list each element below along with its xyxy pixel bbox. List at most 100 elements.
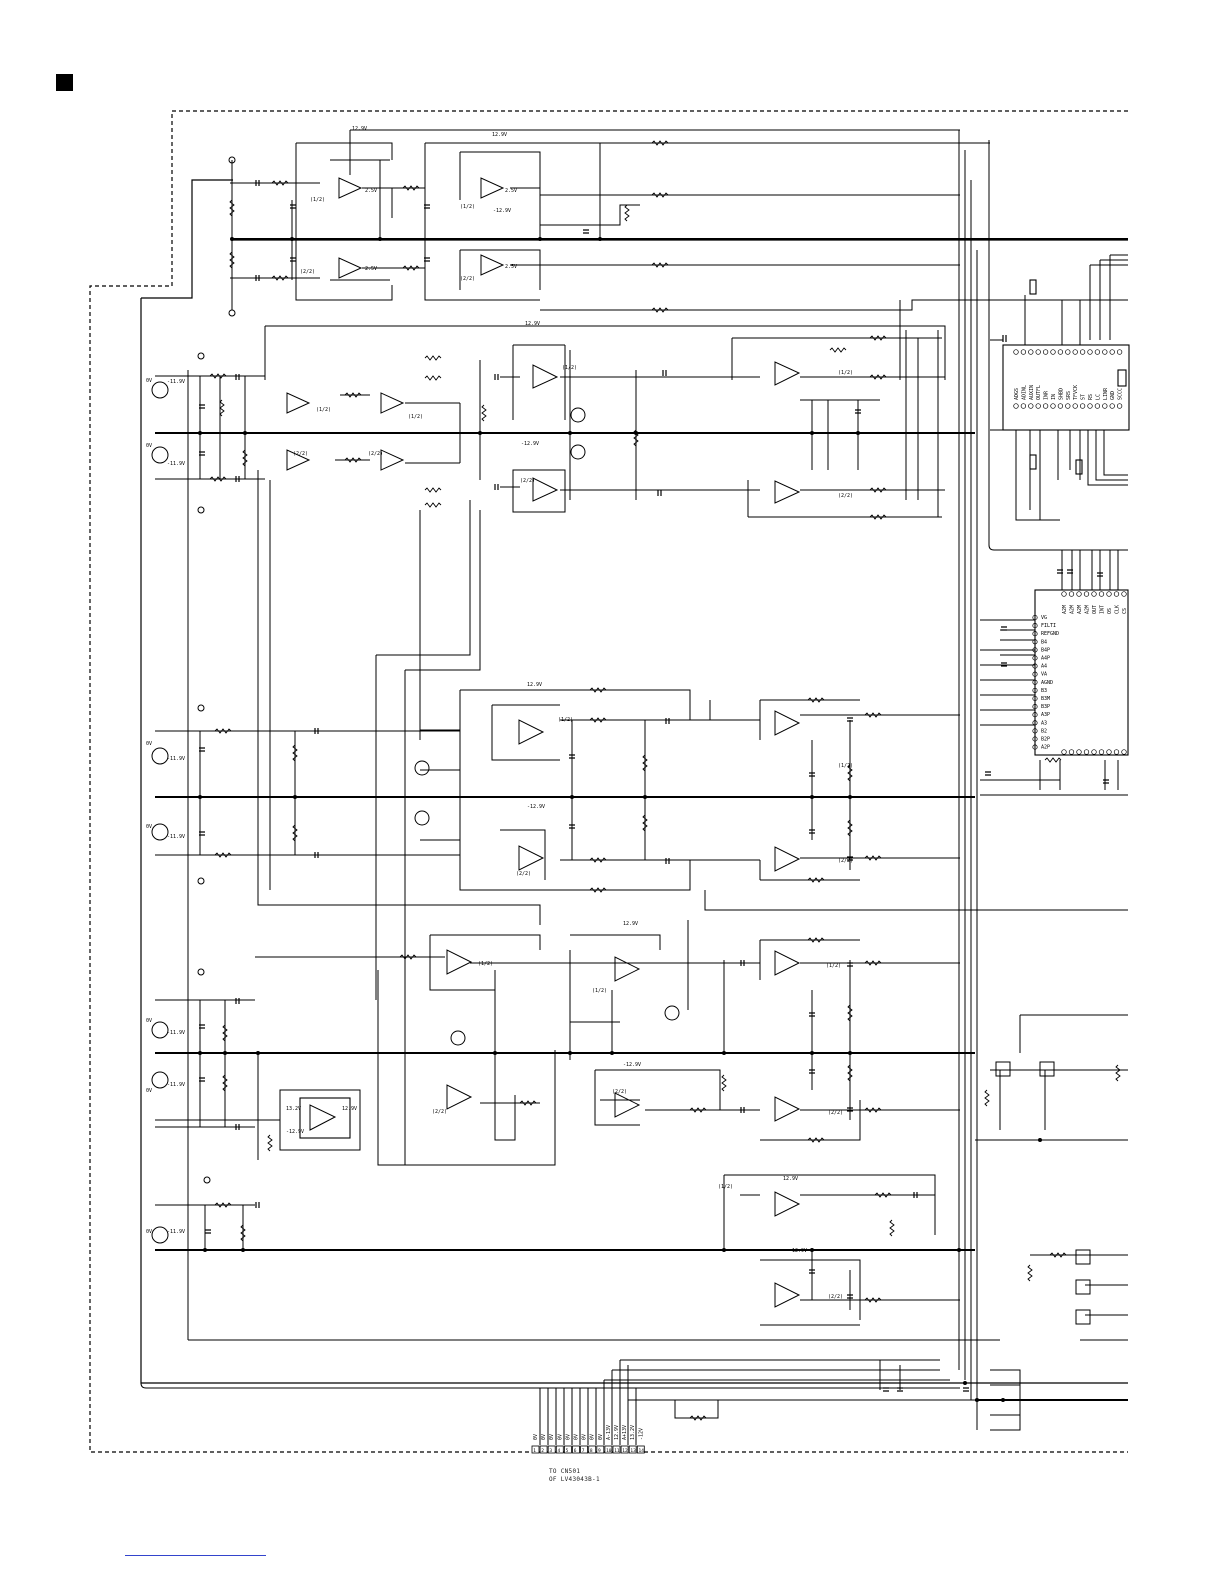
label-half-7: (1/2) <box>408 414 423 420</box>
connector-pin-number: 3 <box>549 1448 552 1454</box>
connector-pin <box>620 1445 629 1454</box>
connector-pin <box>547 1445 556 1454</box>
label-half-14: (2/2) <box>516 871 531 877</box>
ic-pin-marker <box>1079 403 1086 409</box>
connector-signal-label: -12V <box>638 1428 644 1440</box>
ic-pin-marker <box>1057 403 1064 409</box>
ic-left-pin-label: VG <box>1041 615 1047 621</box>
ic-left-pin-label: REFGND <box>1041 631 1059 637</box>
connector-signal-label: 0V <box>574 1434 580 1440</box>
ic-pin-marker <box>1094 349 1101 355</box>
label-supply-d: 12.9V <box>783 1176 798 1182</box>
label-out-1: 2.5V <box>365 188 377 194</box>
ic-pin-marker <box>1072 349 1078 355</box>
connector-pin <box>604 1445 613 1454</box>
ic-pin-marker <box>1032 647 1038 653</box>
label-half-13: (1/2) <box>558 717 573 723</box>
ic-pin-marker <box>1013 349 1019 355</box>
ic-pin-marker <box>1087 403 1093 409</box>
ic-top-pin-label: SCCC <box>1118 388 1124 400</box>
ic-pin-marker <box>1035 403 1041 409</box>
ic-bottom-pin-label: A2M <box>1070 605 1076 614</box>
ic-left-pin-label: B3M <box>1041 696 1050 702</box>
label-half-8: (2/2) <box>368 451 383 457</box>
ic-pin-marker <box>1032 736 1038 742</box>
ic-bottom-pin-label: OUT <box>1092 605 1098 614</box>
label-regulator-in: 13.2V <box>286 1106 301 1112</box>
label-0v-5: 0V <box>146 1018 152 1024</box>
connector-signal-label: 0V <box>565 1434 571 1440</box>
ic-pin-marker <box>1076 749 1082 755</box>
ic-pin-marker <box>1032 704 1038 710</box>
label-0v-7: 0V <box>146 1229 152 1235</box>
ic-pin-marker <box>1032 728 1038 734</box>
ic-pin-marker <box>1106 749 1112 755</box>
label-half-16: (2/2) <box>838 858 853 864</box>
ic-pin-marker <box>1032 744 1038 750</box>
ic-pin-marker <box>1121 749 1127 755</box>
ic-pin-marker <box>1098 749 1105 755</box>
ic-bottom-pin-label: CLK <box>1115 605 1121 614</box>
ic-pin-marker <box>1079 349 1086 355</box>
connector-note: TO CN501 OF LV43043B-1 <box>549 1468 600 1484</box>
label-neg-c: -12.9V <box>623 1062 641 1068</box>
ic-left-pin-label: B4P <box>1041 647 1050 653</box>
connector-pin-number: 8 <box>590 1448 593 1454</box>
ic-left-pin-label: A3 <box>1041 720 1047 726</box>
ic-pin-marker <box>1094 403 1101 409</box>
ic-pin-marker <box>1116 403 1123 409</box>
ic-left-pin-label: A4 <box>1041 664 1047 670</box>
ic-pin-marker <box>1050 349 1056 355</box>
ic-pin-marker <box>1106 591 1112 597</box>
connector-pin <box>539 1445 548 1454</box>
label-neg-1: -12.9V <box>493 208 511 214</box>
ic-bottom-pin-label: CS <box>1122 608 1128 614</box>
ic-pin-marker <box>1032 671 1038 677</box>
ic-pin-marker <box>1091 591 1097 597</box>
connector-pin-number: 2 <box>541 1448 544 1454</box>
ic-pin-marker <box>1113 749 1120 755</box>
connector-note-line2: OF LV43043B-1 <box>549 1476 600 1483</box>
ic-bottom-pin-label: A2M <box>1085 605 1091 614</box>
ic-pin-marker <box>1032 614 1038 621</box>
label-half-12: (2/2) <box>838 493 853 499</box>
ic-left-pin-label: B2P <box>1041 737 1050 743</box>
label-neg-d: -12.9V <box>789 1248 807 1254</box>
ic-pin-marker <box>1072 403 1078 409</box>
label-half-22: (2/2) <box>828 1110 843 1116</box>
connector-pin-number: 5 <box>566 1448 569 1454</box>
ic-pin-marker <box>1042 349 1049 355</box>
ic-pin-marker <box>1057 349 1064 355</box>
label-half-6: (2/2) <box>293 451 308 457</box>
connector-signal-label: 0V <box>598 1434 604 1440</box>
ic-pin-marker <box>1032 687 1038 693</box>
ic-left-pin-label: B4 <box>1041 639 1047 645</box>
label-regulator-out: 12.9V <box>342 1106 357 1112</box>
ic-left-pin-label: B3 <box>1041 688 1047 694</box>
ic-left-pin-label: A3P <box>1041 712 1050 718</box>
footer-link-line[interactable] <box>125 1555 266 1556</box>
label-regulator-neg: -12.9V <box>286 1129 304 1135</box>
label-half-10: (2/2) <box>520 478 535 484</box>
ic-bottom-pin-label: A2M <box>1077 605 1083 614</box>
ic-pin-marker <box>1109 349 1115 355</box>
connector-pin <box>636 1445 645 1454</box>
connector-pin <box>555 1445 564 1454</box>
label-0v-1: 0V <box>146 378 152 384</box>
label-tr-7: -11.9V <box>167 1229 185 1235</box>
connector-pin-number: 14 <box>639 1448 645 1454</box>
connector-pin-number: 13 <box>630 1448 636 1454</box>
label-0v-3: 0V <box>146 741 152 747</box>
connector-signal-label: 0V <box>541 1434 547 1440</box>
ic-left-pin-label: A2P <box>1041 745 1050 751</box>
ic-top-pin-label: TFVCK <box>1073 385 1079 400</box>
ic-pin-marker <box>1028 403 1034 409</box>
ic-top-pin-label: LC <box>1095 394 1101 400</box>
ic-pin-marker <box>1050 403 1056 409</box>
connector-signal-label: 0V <box>590 1434 596 1440</box>
label-neg-2: -12.9V <box>521 441 539 447</box>
label-neg-b: -12.9V <box>527 804 545 810</box>
label-half-24: (2/2) <box>828 1294 843 1300</box>
connector-pin <box>580 1445 588 1454</box>
ic-pin-marker <box>1065 349 1071 355</box>
